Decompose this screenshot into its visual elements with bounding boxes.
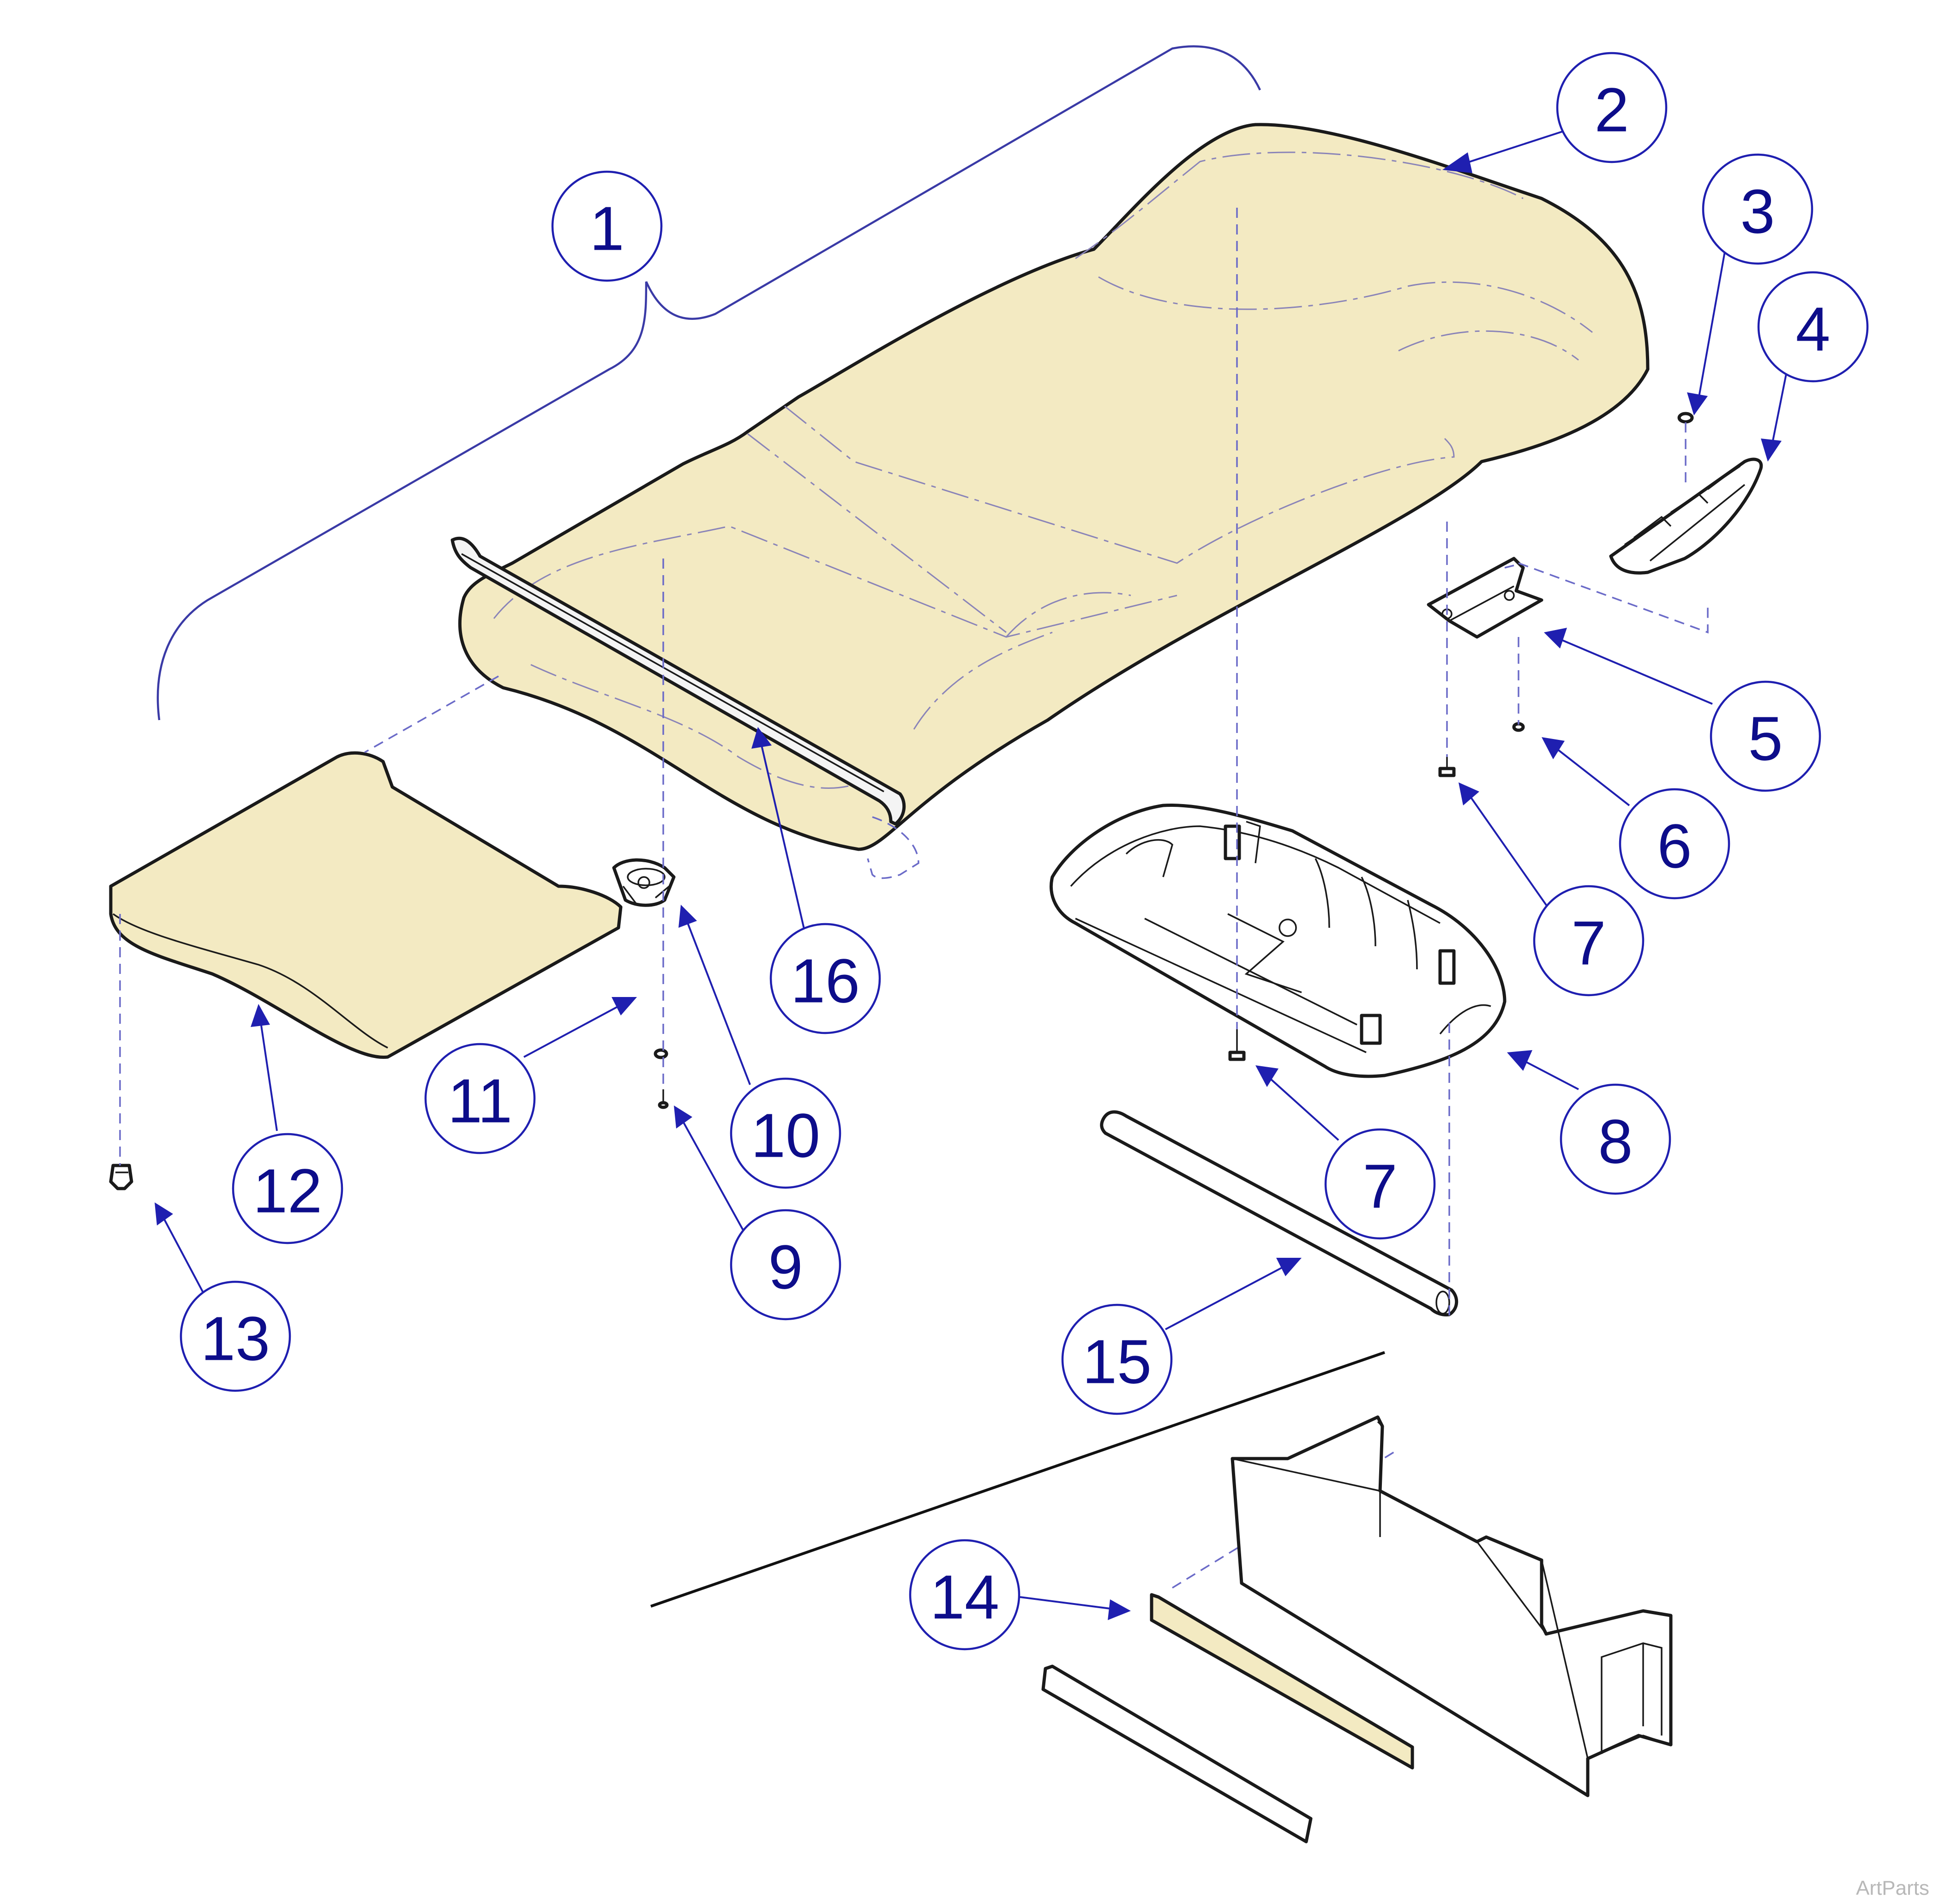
swivel-mount <box>612 858 676 907</box>
leader-lines <box>155 131 1792 1620</box>
callout-label: 3 <box>1740 177 1775 246</box>
callout-label: 11 <box>448 1066 512 1136</box>
callout-label: 9 <box>768 1232 803 1302</box>
callout-13: 13 <box>180 1280 291 1392</box>
callout-label: 2 <box>1594 75 1629 145</box>
assembly-bracket-1 <box>156 45 1261 721</box>
callout-16: 16 <box>769 923 881 1034</box>
callout-5: 5 <box>1710 680 1821 792</box>
callout-8: 8 <box>1560 1083 1671 1195</box>
callout-4: 4 <box>1757 271 1869 383</box>
headrest-housing <box>1231 1415 1673 1797</box>
callout-14: 14 <box>909 1539 1021 1651</box>
callout-label: 14 <box>930 1562 999 1632</box>
callout-label: 4 <box>1795 294 1830 364</box>
callout-1: 1 <box>551 170 663 282</box>
callout-label: 7 <box>1363 1152 1397 1221</box>
callout-10: 10 <box>730 1077 841 1189</box>
callout-label: 16 <box>791 946 860 1016</box>
callout-label: 6 <box>1657 811 1692 881</box>
callout-2: 2 <box>1556 52 1668 163</box>
callout-12: 12 <box>232 1133 343 1244</box>
adhesive-strip <box>1150 1593 1414 1770</box>
callout-7-upper: 7 <box>1533 885 1645 997</box>
seat-cushion <box>109 751 623 1059</box>
mounting-bracket <box>1427 557 1543 639</box>
callout-11: 11 <box>424 1043 536 1154</box>
callout-label: 5 <box>1748 704 1783 774</box>
callout-label: 10 <box>751 1101 820 1171</box>
callout-label: 7 <box>1571 908 1606 978</box>
backrest-cushion <box>450 123 1650 851</box>
trim-strip <box>1041 1664 1313 1844</box>
callout-7-lower: 7 <box>1324 1128 1436 1240</box>
callout-6: 6 <box>1619 788 1730 900</box>
callout-9: 9 <box>730 1209 841 1321</box>
callout-label: 1 <box>589 194 624 264</box>
callout-label: 12 <box>253 1156 322 1226</box>
watermark-text: ArtParts <box>1856 1877 1929 1899</box>
armrest-end-cover <box>1609 457 1763 575</box>
armrest-base-shell <box>1049 803 1507 1078</box>
callout-15: 15 <box>1061 1303 1173 1415</box>
callout-label: 15 <box>1082 1327 1152 1397</box>
callout-label: 13 <box>201 1304 270 1374</box>
callout-label: 8 <box>1598 1107 1633 1177</box>
callout-3: 3 <box>1702 153 1813 265</box>
section-divider <box>650 1351 1385 1608</box>
